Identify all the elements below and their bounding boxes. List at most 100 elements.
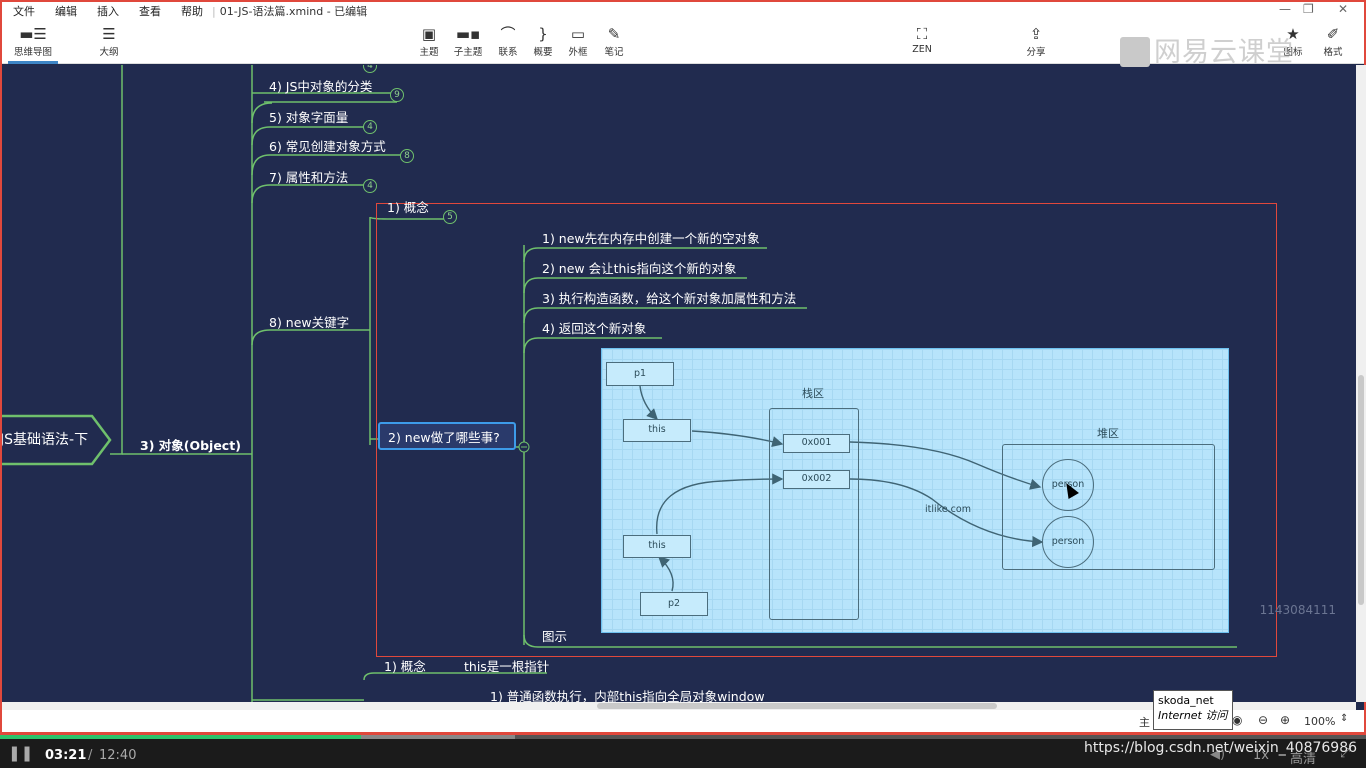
collapse-badge[interactable]: 5	[443, 210, 457, 224]
mindmap-icon: ▬☰	[19, 25, 47, 43]
speed-button[interactable]: 1x	[1253, 748, 1269, 763]
topic-new-does-what[interactable]: 2) new做了哪些事?	[388, 430, 500, 445]
share-button-label: 分享	[1026, 47, 1046, 58]
logo-text: 网易云课堂	[1154, 37, 1294, 68]
tooltip-username: skoda_net	[1158, 694, 1214, 707]
zen-icon: ⛶	[916, 25, 928, 43]
total-time: 12:40	[99, 748, 137, 763]
step-4[interactable]: 4) 返回这个新对象	[542, 321, 647, 336]
p1-box: p1	[606, 362, 674, 386]
collapse-badge[interactable]: 9	[390, 88, 404, 102]
user-tooltip: skoda_net Internet 访问	[1153, 690, 1233, 730]
status-bar: 主 ◉ ⊖ ⊕ 100% ⇕	[2, 710, 1364, 732]
topic-create-object[interactable]: 6) 常见创建对象方式	[269, 139, 386, 154]
diagram-arrows	[639, 385, 1044, 592]
format-panel-button[interactable]: ✐ 格式	[1310, 24, 1356, 58]
note-button[interactable]: ✎ 笔记	[591, 24, 637, 58]
topic-this-pointer[interactable]: this是一根指针	[464, 659, 550, 674]
zoom-in-button[interactable]: ⊕	[1280, 713, 1291, 727]
selected-topic-box[interactable]	[378, 422, 516, 450]
boundary-button[interactable]: ▭ 外框	[555, 24, 601, 58]
topic-this-concept[interactable]: 1) 概念	[384, 659, 426, 674]
heap-person-2: person	[1042, 516, 1094, 568]
zoom-stepper-icon[interactable]: ⇕	[1340, 713, 1349, 724]
tab-mindmap[interactable]: ▬☰ 思维导图	[8, 24, 58, 64]
note-icon: ✎	[607, 25, 621, 43]
video-progress-bar[interactable]	[0, 735, 1366, 739]
logo-mark-icon	[1120, 37, 1150, 67]
branch-objects[interactable]: 3) 对象(Object)	[140, 438, 241, 453]
video-player-bar: ❚❚ 03:21 / 12:40 ◀) 1x 高清 ⤢ https://blog…	[0, 735, 1366, 768]
topic-new-keyword[interactable]: 8) new关键字	[269, 315, 350, 330]
step-1[interactable]: 1) new先在内存中创建一个新的空对象	[542, 231, 760, 246]
menu-divider: |	[212, 4, 216, 18]
boundary-icon: ▭	[570, 25, 586, 43]
zen-button-label: ZEN	[912, 44, 932, 55]
mindmap-canvas[interactable]: JS基础语法-下 3) 对象(Object) 4 4) JS中对象的分类 9 5…	[2, 65, 1356, 702]
pause-icon[interactable]: ❚❚	[8, 744, 34, 762]
menu-view[interactable]: 查看	[139, 5, 161, 18]
p2-box: p2	[640, 592, 708, 616]
topic-new-concept[interactable]: 1) 概念	[387, 200, 429, 215]
memory-diagram-image[interactable]: p1 this this p2 栈区 0x001 0x002 堆区 person…	[601, 348, 1229, 633]
vertical-scroll-thumb[interactable]	[1358, 375, 1364, 605]
vertical-scrollbar[interactable]	[1356, 65, 1366, 702]
tab-outline-label: 大纲	[99, 47, 119, 58]
volume-icon[interactable]: ◀)	[1210, 747, 1226, 762]
collapse-badge[interactable]: 4	[363, 179, 377, 193]
tab-mindmap-label: 思维导图	[13, 47, 52, 58]
zoom-out-button[interactable]: ⊖	[1258, 713, 1269, 727]
relationship-button-label: 联系	[498, 47, 518, 58]
minimize-button[interactable]: —	[1279, 2, 1291, 16]
topic-button-label: 主题	[419, 47, 439, 58]
topic-figure[interactable]: 图示	[542, 629, 568, 644]
menu-bar: 文件 编辑 插入 查看 帮助 | 01-JS-语法篇.xmind - 已编辑	[2, 2, 1364, 20]
file-title: 01-JS-语法篇.xmind - 已编辑	[219, 5, 368, 18]
share-icon: ⇪	[1029, 25, 1043, 43]
summary-icon: }	[538, 25, 548, 43]
collapse-badge[interactable]: 8	[400, 149, 414, 163]
menu-help[interactable]: 帮助	[181, 5, 203, 18]
topic-button[interactable]: ▣ 主题	[406, 24, 452, 58]
selection-boundary	[376, 203, 1277, 657]
menu-edit[interactable]: 编辑	[55, 5, 77, 18]
brush-icon: ✐	[1326, 25, 1340, 43]
zoom-level[interactable]: 100%	[1304, 715, 1336, 728]
icon-panel-button[interactable]: ★ 图标	[1270, 24, 1316, 58]
collapse-badge[interactable]: 4	[363, 120, 377, 134]
relationship-button[interactable]: ⌒ 联系	[485, 24, 531, 58]
topic-object-literal[interactable]: 5) 对象字面量	[269, 110, 349, 125]
menu-insert[interactable]: 插入	[97, 5, 119, 18]
summary-button[interactable]: } 概要	[520, 24, 566, 58]
horizontal-scrollbar[interactable]	[2, 702, 1356, 710]
id-watermark: 1143084111	[1259, 603, 1336, 617]
zen-button[interactable]: ⛶ ZEN	[899, 24, 945, 55]
maximize-button[interactable]: ❐	[1303, 2, 1314, 16]
topic-object-classification[interactable]: 4) JS中对象的分类	[269, 79, 373, 94]
close-button[interactable]: ✕	[1338, 2, 1349, 16]
eye-icon[interactable]: ◉	[1232, 713, 1243, 727]
horizontal-scroll-thumb[interactable]	[597, 703, 997, 709]
summary-button-label: 概要	[533, 47, 553, 58]
topic-this-normal-function[interactable]: 1) 普通函数执行，内部this指向全局对象window	[490, 689, 765, 702]
stack-addr-1: 0x001	[783, 434, 850, 453]
current-time: 03:21	[45, 748, 87, 763]
netease-logo: 网易云课堂	[1120, 30, 1294, 69]
topic-props-methods[interactable]: 7) 属性和方法	[269, 170, 349, 185]
topic-icon: ▣	[421, 25, 437, 43]
share-button[interactable]: ⇪ 分享	[1013, 24, 1059, 58]
quality-button[interactable]: 高清	[1290, 752, 1317, 767]
menu-file[interactable]: 文件	[13, 5, 35, 18]
step-3[interactable]: 3) 执行构造函数，给这个新对象加属性和方法	[542, 291, 797, 306]
subtopic-button-label: 子主题	[453, 47, 483, 58]
fullscreen-icon[interactable]: ⤢	[1340, 746, 1351, 761]
tab-outline[interactable]: ☰ 大纲	[86, 24, 132, 58]
step-2[interactable]: 2) new 会让this指向这个新的对象	[542, 261, 737, 276]
root-topic[interactable]: JS基础语法-下	[2, 432, 89, 448]
heap-person-1: person	[1042, 459, 1094, 511]
tooltip-access: Internet 访问	[1158, 709, 1228, 722]
subtopic-button[interactable]: ▬▪ 子主题	[445, 24, 491, 58]
stack-label: 栈区	[802, 387, 824, 400]
stack-addr-2: 0x002	[783, 470, 850, 489]
status-left-label: 主	[1139, 716, 1150, 729]
